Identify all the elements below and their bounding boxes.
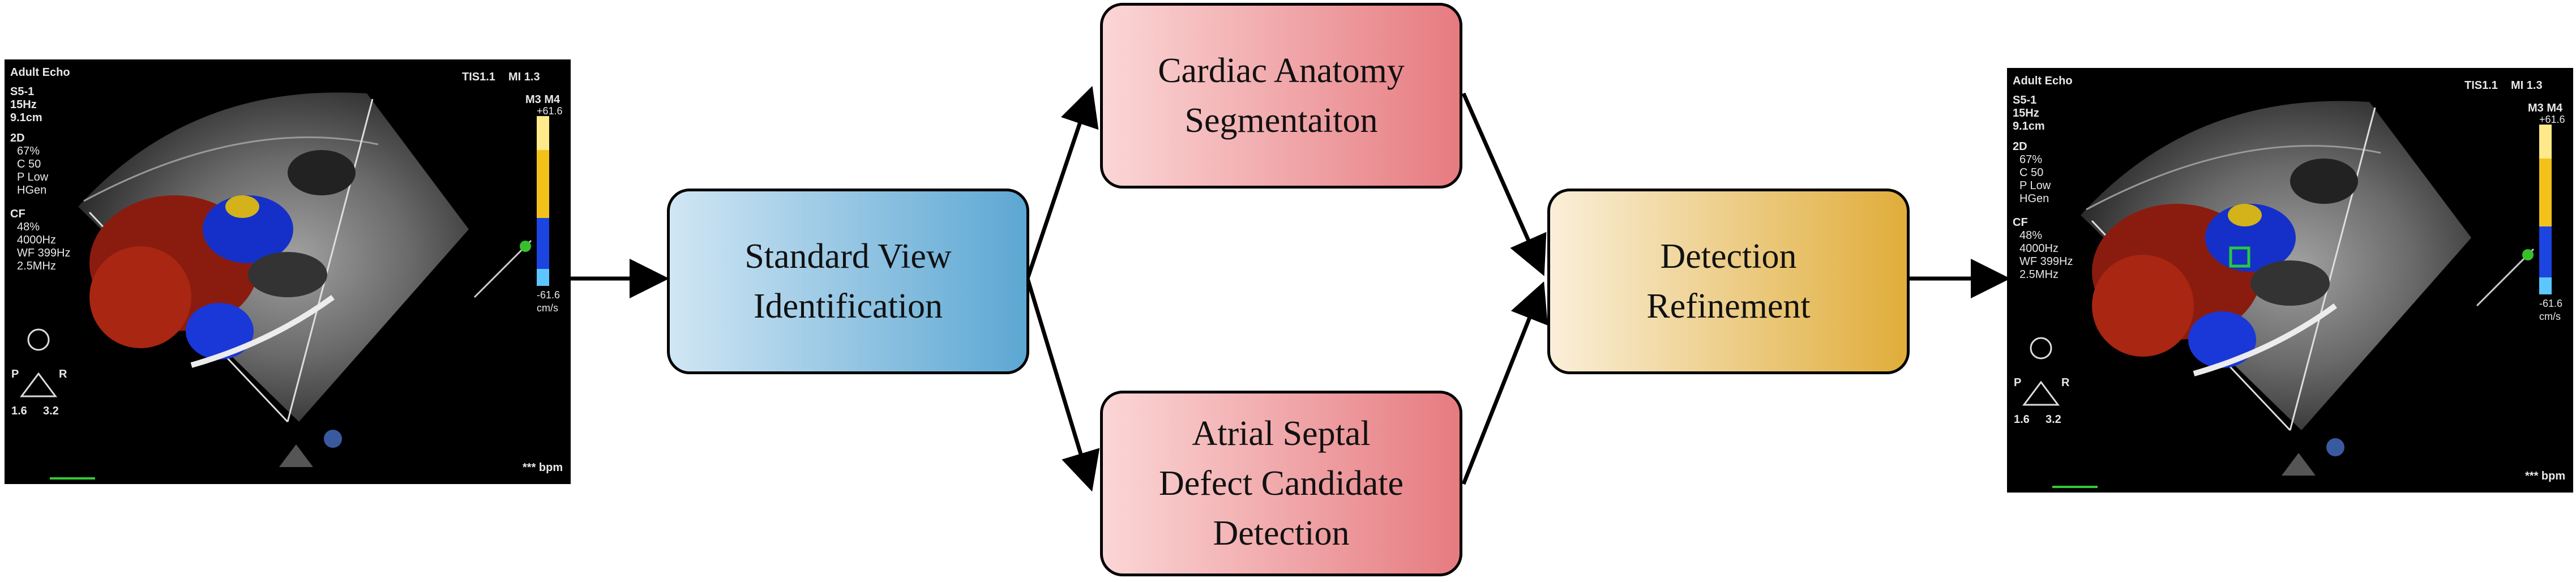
node-line: Defect Candidate <box>1158 464 1404 503</box>
node-line: Detection <box>1213 514 1350 553</box>
echo-cf-gain: 48% <box>2019 229 2043 242</box>
echo-2d-gain: 67% <box>2019 153 2043 166</box>
cardiac-segmentation-node: Cardiac Anatomy Segmentaiton <box>1100 3 1462 189</box>
echo-frame-rate: 15Hz <box>2013 107 2039 119</box>
detection-refinement-node: Detection Refinement <box>1547 189 1910 374</box>
node-line: Cardiac Anatomy <box>1158 52 1405 90</box>
echo-cf-gain: 48% <box>17 221 40 233</box>
echo-scale-bottom: -61.6 <box>2539 298 2563 309</box>
echo-cf-label: CF <box>10 208 25 220</box>
echo-cf-label: CF <box>2013 216 2028 229</box>
echo-2d-power: P Low <box>17 171 49 183</box>
echo-orient-right: R <box>59 368 67 380</box>
echo-header: Adult Echo <box>10 66 70 79</box>
echo-tis: TIS1.1 <box>2464 79 2498 92</box>
arrow-segmentation-to-refinement <box>1461 92 1547 276</box>
echo-scale-unit: cm/s <box>2539 311 2561 322</box>
arrow-view-to-asd <box>1025 277 1100 492</box>
echo-depth: 9.1cm <box>2013 120 2045 132</box>
echo-bpm: *** bpm <box>523 461 563 474</box>
asd-detection-box <box>2229 246 2250 268</box>
echo-bpm: *** bpm <box>2525 470 2566 482</box>
echo-scale-unit: cm/s <box>537 302 558 314</box>
echo-map-label: M3 M4 <box>2528 102 2563 114</box>
echo-orient-right: R <box>2061 376 2070 389</box>
echo-probe: S5-1 <box>10 85 35 98</box>
echo-2d-freq: HGen <box>2019 192 2049 205</box>
echo-cf-prf: 4000Hz <box>2019 242 2059 255</box>
echo-cf-prf: 4000Hz <box>17 234 56 246</box>
echo-scale-top: +61.6 <box>537 105 563 117</box>
echo-tis: TIS1.1 <box>462 71 495 83</box>
echo-cf-freq: 2.5MHz <box>2019 268 2059 281</box>
echo-map-label: M3 M4 <box>525 93 560 106</box>
output-echo-image: Adult Echo S5-1 15Hz 9.1cm 2D 67% C 50 P… <box>2007 68 2573 493</box>
echo-scan <box>2022 101 2552 488</box>
node-line: Atrial Septal <box>1192 414 1371 453</box>
node-line: Identification <box>754 287 943 326</box>
echo-scale-top: +61.6 <box>2539 114 2565 125</box>
echo-frame-rate: 15Hz <box>10 99 37 111</box>
echo-cf-wf: WF 399Hz <box>17 247 71 259</box>
echo-mi: MI 1.3 <box>508 71 540 83</box>
echo-scale-bottom: -61.6 <box>537 289 560 301</box>
echo-2d-comp: C 50 <box>2019 166 2044 179</box>
echo-orient-left: P <box>11 368 19 380</box>
echo-orient-left: P <box>2014 376 2022 389</box>
node-line: Segmentaiton <box>1184 101 1378 140</box>
echo-2d-power: P Low <box>2019 179 2051 192</box>
echo-2d-freq: HGen <box>17 184 47 196</box>
node-line: Refinement <box>1646 287 1811 326</box>
echo-val-left: 1.6 <box>2014 413 2030 426</box>
node-line: Standard View <box>744 237 952 276</box>
echo-scan <box>20 92 549 480</box>
echo-2d-comp: C 50 <box>17 158 41 170</box>
echo-2d-gain: 67% <box>17 145 40 157</box>
echo-val-right: 3.2 <box>2046 413 2061 426</box>
standard-view-identification-node: Standard View Identification <box>667 189 1029 374</box>
node-line: Detection <box>1660 237 1797 276</box>
echo-header: Adult Echo <box>2013 75 2073 87</box>
echo-probe: S5-1 <box>2013 94 2037 106</box>
arrow-view-to-segmentation <box>1025 85 1099 280</box>
echo-2d-label: 2D <box>10 132 25 144</box>
echo-mi: MI 1.3 <box>2511 79 2543 92</box>
input-echo-image: Adult Echo S5-1 15Hz 9.1cm 2D 67% C 50 P… <box>5 59 571 484</box>
echo-cf-freq: 2.5MHz <box>17 260 56 272</box>
asd-candidate-detection-node: Atrial Septal Defect Candidate Detection <box>1100 391 1462 576</box>
echo-val-right: 3.2 <box>43 405 59 417</box>
arrow-asd-to-refinement <box>1461 281 1548 485</box>
echo-val-left: 1.6 <box>11 405 27 417</box>
echo-2d-label: 2D <box>2013 140 2027 153</box>
echo-depth: 9.1cm <box>10 112 42 124</box>
echo-cf-wf: WF 399Hz <box>2019 255 2073 268</box>
